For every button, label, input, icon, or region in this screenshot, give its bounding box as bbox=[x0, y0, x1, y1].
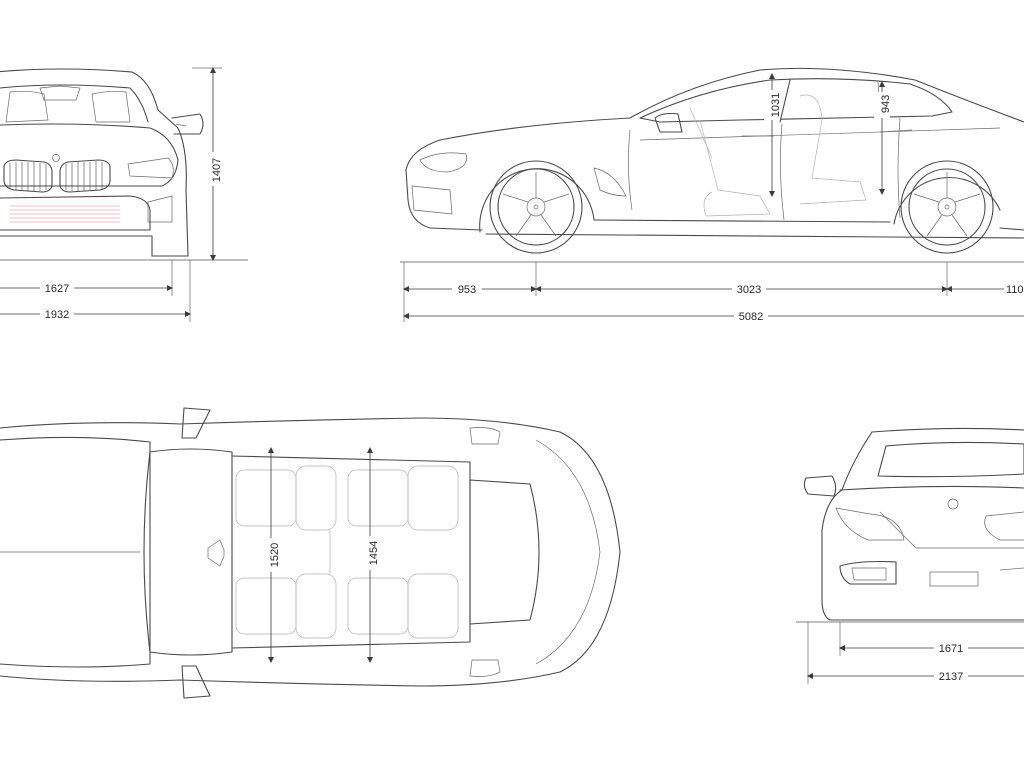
side-mirror bbox=[654, 112, 683, 133]
rear-mirror bbox=[803, 475, 837, 497]
front-view: 1407 1627 1932 bbox=[0, 67, 248, 322]
rear-headroom-dimension: 943 bbox=[874, 81, 892, 195]
wheelbase-label: 3023 bbox=[737, 284, 761, 296]
overall-length-label: 5082 bbox=[739, 311, 763, 323]
front-track-label: 1627 bbox=[45, 283, 69, 295]
rear-wheel bbox=[900, 160, 994, 254]
front-width-dimension: 1932 bbox=[0, 260, 191, 322]
rear-track-dimension: 1671 bbox=[839, 622, 1024, 656]
front-height-dimension: 1407 bbox=[192, 67, 223, 261]
top-mirror-right bbox=[181, 665, 211, 699]
rear-shoulder-dimension: 1454 bbox=[362, 447, 380, 663]
rear-headroom-label: 943 bbox=[880, 95, 892, 113]
top-mirror-left bbox=[181, 407, 211, 439]
rear-track-label: 1671 bbox=[939, 643, 963, 655]
rear-width-dimension: 2137 bbox=[807, 622, 1024, 684]
front-wheel bbox=[489, 160, 583, 254]
brand-badge-icon bbox=[52, 154, 60, 162]
front-overhang-label: 953 bbox=[458, 284, 476, 296]
top-interior-ghost bbox=[235, 465, 459, 639]
rear-view: 1671 2137 bbox=[796, 427, 1024, 684]
top-view: 1520 1454 bbox=[0, 407, 621, 699]
front-shoulder-dimension: 1520 bbox=[263, 447, 281, 663]
front-headroom-label: 1031 bbox=[770, 93, 782, 117]
rear-overhang-label: 110 bbox=[1006, 284, 1024, 296]
top-car-outline bbox=[0, 407, 621, 699]
front-width-label: 1932 bbox=[45, 309, 69, 321]
kidney-grille bbox=[3, 154, 120, 223]
front-car-outline bbox=[0, 68, 204, 257]
rear-shoulder-label: 1454 bbox=[368, 541, 380, 565]
front-shoulder-label: 1520 bbox=[269, 543, 281, 567]
rear-car-outline bbox=[803, 427, 1024, 621]
side-length-dimensions: 953 3023 110 5082 bbox=[403, 262, 1024, 323]
side-interior-ghost bbox=[689, 94, 867, 217]
front-headroom-dimension: 1031 bbox=[764, 73, 782, 197]
front-track-dimension: 1627 bbox=[0, 260, 173, 296]
side-view: 1031 943 953 3023 110 5082 bbox=[400, 67, 1024, 323]
rear-width-label: 2137 bbox=[939, 671, 963, 683]
rear-brand-badge-icon bbox=[947, 498, 959, 510]
front-height-label: 1407 bbox=[211, 158, 223, 182]
